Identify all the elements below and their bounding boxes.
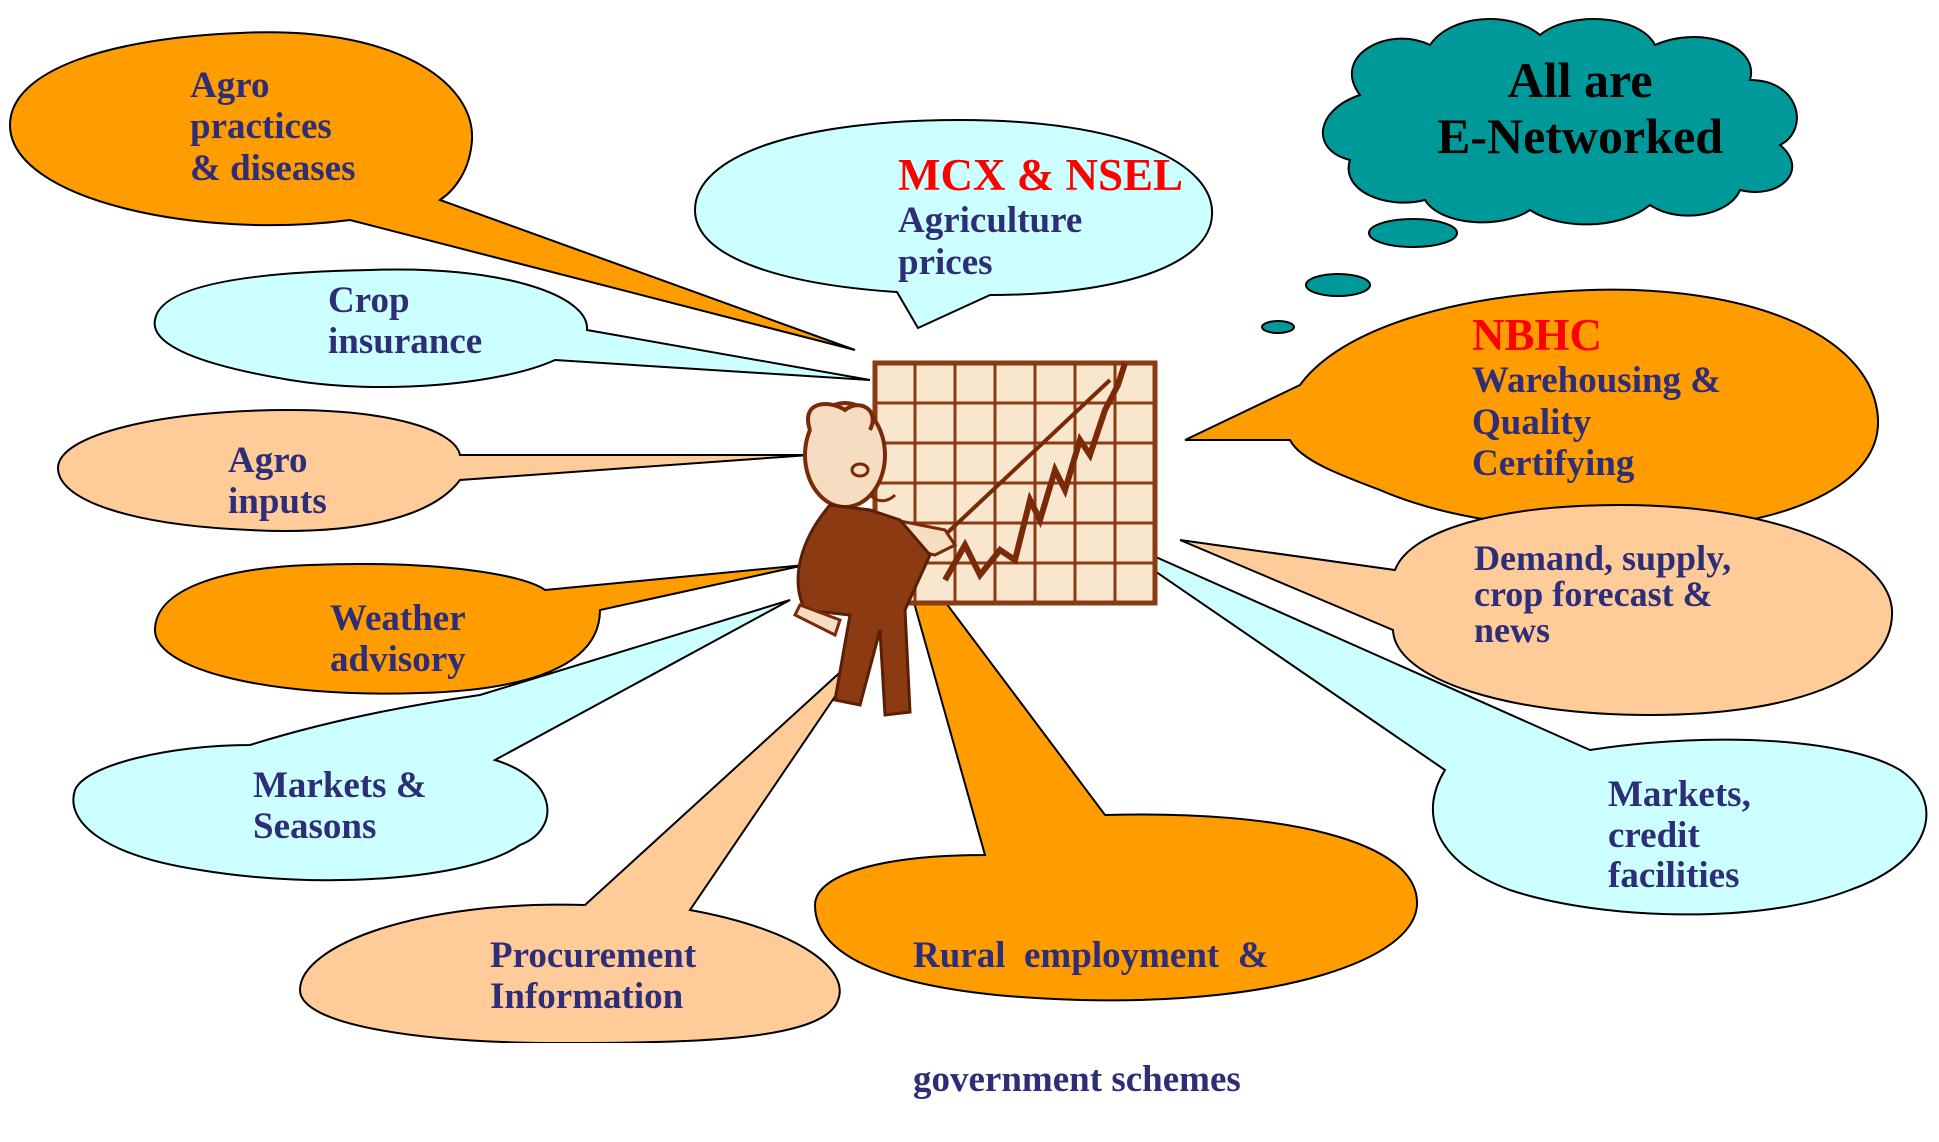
agro-practices-line-2: practices [190, 106, 332, 148]
crop-insurance-line-2: insurance [328, 321, 483, 363]
nbhc-line-1: Warehousing & [1472, 360, 1722, 402]
cloud-line-2: E-Networked [1436, 108, 1724, 164]
procurement-line-1: Procurement [490, 935, 697, 976]
agro-inputs-line-1: Agro [228, 440, 308, 481]
agro-inputs-line-2: inputs [228, 481, 327, 523]
label-agro-inputs: Agro inputs [228, 440, 327, 523]
label-mcx-nsel: MCX & NSEL Agriculture prices [898, 150, 1183, 283]
bubble-demand [1179, 503, 1894, 717]
thought-bubble-small [1261, 320, 1295, 334]
bubble-agro-practices [8, 31, 856, 351]
nbhc-line-3: Certifying [1472, 443, 1635, 485]
label-crop-insurance: Crop insurance [328, 280, 482, 363]
thought-cloud [1261, 18, 1798, 334]
markets-seasons-line-1: Markets & [253, 765, 427, 806]
thought-bubble-medium [1305, 273, 1371, 297]
markets-credit-line-1: Markets, [1608, 774, 1751, 815]
label-markets-seasons: Markets & Seasons [253, 765, 427, 848]
bubble-weather [153, 563, 806, 695]
label-nbhc: NBHC Warehousing & Quality Certifying [1472, 310, 1721, 485]
rural-line-2: government schemes [913, 1059, 1241, 1101]
businessman-pointing-at-chart-icon [792, 360, 1158, 717]
agro-practices-line-1: Agro [190, 65, 270, 106]
rural-line-1: Rural employment & [913, 934, 1269, 976]
bubble-markets-seasons [72, 599, 791, 882]
demand-line-3: news [1474, 610, 1551, 650]
mcx-line-1: Agriculture [898, 200, 1083, 242]
mcx-title: MCX & NSEL [898, 150, 1184, 200]
label-rural-employment: Rural employment & government schemes [913, 852, 1269, 1142]
crop-insurance-line-1: Crop [328, 280, 410, 321]
nbhc-line-2: Quality [1472, 401, 1592, 443]
label-markets-credit: Markets, credit facilities [1608, 774, 1751, 897]
pointer-stick [943, 378, 1112, 537]
demand-line-2: crop forecast & [1474, 574, 1713, 614]
presenter-suit [796, 503, 932, 717]
bubble-rural-employment [813, 534, 1419, 1002]
weather-line-2: advisory [330, 639, 466, 681]
agro-practices-line-3: & diseases [190, 147, 356, 189]
markets-seasons-line-2: Seasons [253, 806, 377, 848]
markets-credit-line-2: credit [1608, 814, 1700, 856]
bubble-nbhc [1184, 288, 1880, 532]
demand-line-1: Demand, supply, [1474, 538, 1732, 578]
markets-credit-line-3: facilities [1608, 855, 1740, 897]
cloud-line-1: All are [1507, 52, 1653, 108]
bubble-mcx-nsel [693, 118, 1214, 330]
label-agro-practices: Agro practices & diseases [190, 65, 355, 189]
chart-trend-line [942, 362, 1128, 582]
diagram-canvas [8, 18, 1928, 1043]
label-demand: Demand, supply, crop forecast & news [1474, 540, 1731, 648]
thought-bubble-large [1368, 218, 1458, 248]
bubble-agro-inputs [56, 408, 811, 532]
cloud-text: All are E-Networked [1420, 52, 1740, 164]
bubble-markets-credit [1094, 529, 1928, 916]
mcx-line-2: prices [898, 241, 993, 283]
label-procurement: Procurement Information [490, 935, 696, 1018]
procurement-line-2: Information [490, 976, 684, 1018]
weather-line-1: Weather [330, 598, 466, 639]
bubble-crop-insurance [153, 268, 871, 389]
label-weather: Weather advisory [330, 598, 466, 681]
nbhc-title: NBHC [1472, 310, 1603, 360]
